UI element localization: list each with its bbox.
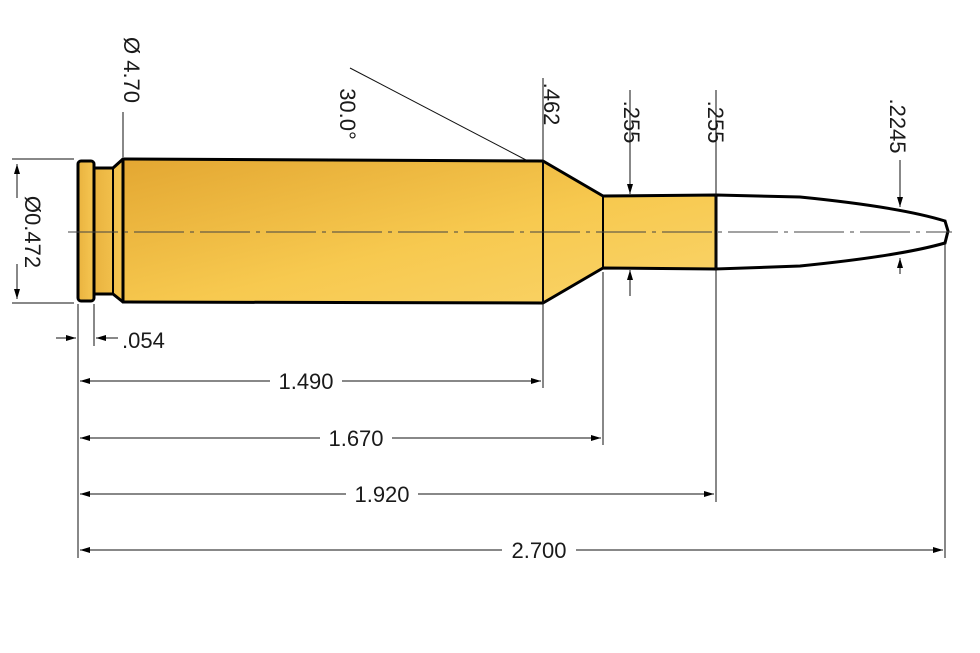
dimension-lines <box>14 164 943 553</box>
extension-lines <box>12 67 946 558</box>
neck-diameter-rear-label: .255 <box>619 101 644 144</box>
rim-diameter-label: Ø0.472 <box>20 196 45 268</box>
dimension-labels: Ø0.472 .054 Ø 4.70 30.0° .462 .255 .255 … <box>20 37 910 563</box>
base-diameter-label: Ø 4.70 <box>119 37 144 103</box>
case-length-label: 1.920 <box>354 482 409 507</box>
extractor-groove <box>92 157 125 304</box>
shoulder-angle-label: 30.0° <box>335 88 360 140</box>
case-body <box>121 157 718 305</box>
shoulder-diameter-label: .462 <box>539 83 564 126</box>
length-to-neck-label: 1.670 <box>328 426 383 451</box>
length-to-shoulder-label: 1.490 <box>278 369 333 394</box>
neck-diameter-front-label: .255 <box>703 101 728 144</box>
rim-thickness-label: .054 <box>122 328 165 353</box>
overall-length-label: 2.700 <box>511 538 566 563</box>
bullet-diameter-label: .2245 <box>885 98 910 153</box>
cartridge <box>68 157 952 305</box>
rim <box>76 159 96 303</box>
